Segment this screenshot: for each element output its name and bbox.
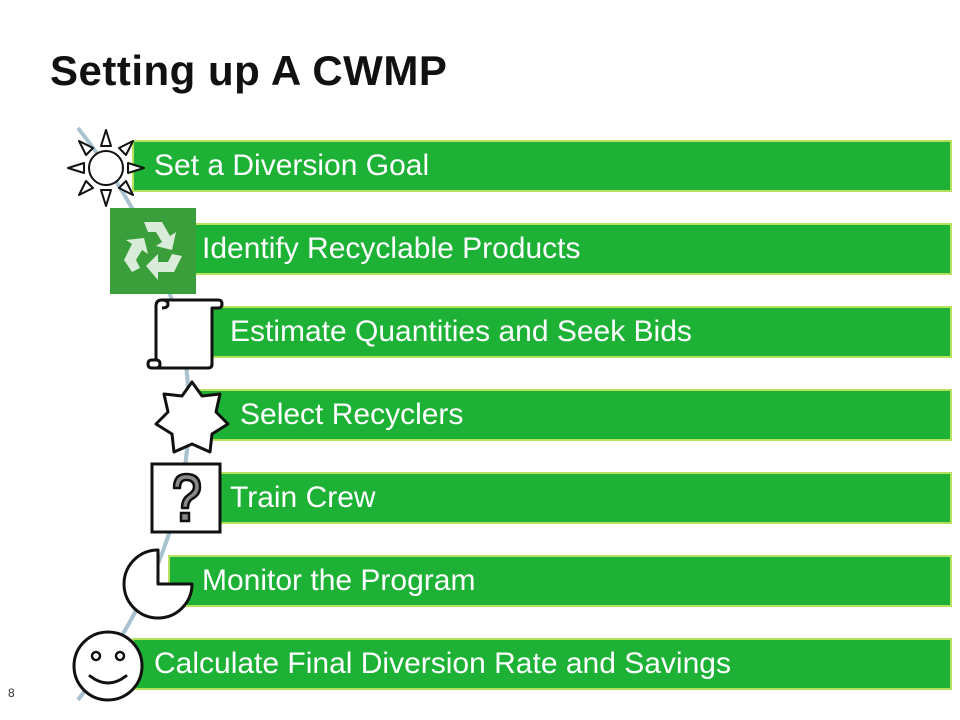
step-bar-3: Estimate Quantities and Seek Bids (190, 306, 952, 358)
recycle-icon (110, 208, 196, 294)
step-bar-7: Calculate Final Diversion Rate and Savin… (132, 638, 952, 690)
step-label-3: Estimate Quantities and Seek Bids (230, 315, 692, 348)
step-bar-1: Set a Diversion Goal (132, 140, 952, 192)
question-icon (150, 462, 222, 534)
step-label-2: Identify Recyclable Products (202, 232, 581, 265)
step-label-5: Train Crew (230, 481, 376, 514)
star-icon (154, 380, 230, 454)
pie-icon (122, 548, 194, 620)
scroll-icon (146, 298, 224, 370)
page-number: 8 (8, 686, 15, 700)
step-bar-5: Train Crew (190, 472, 952, 524)
step-label-7: Calculate Final Diversion Rate and Savin… (154, 647, 731, 680)
step-label-1: Set a Diversion Goal (154, 149, 430, 182)
step-label-6: Monitor the Program (202, 564, 476, 597)
slide-title: Setting up A CWMP (50, 47, 448, 94)
step-label-4: Select Recyclers (240, 398, 464, 431)
sun-icon (67, 129, 145, 207)
step-bar-6: Monitor the Program (168, 555, 952, 607)
smiley-icon (72, 630, 144, 702)
step-bar-4: Select Recyclers (196, 389, 952, 441)
step-bar-2: Identify Recyclable Products (168, 223, 952, 275)
